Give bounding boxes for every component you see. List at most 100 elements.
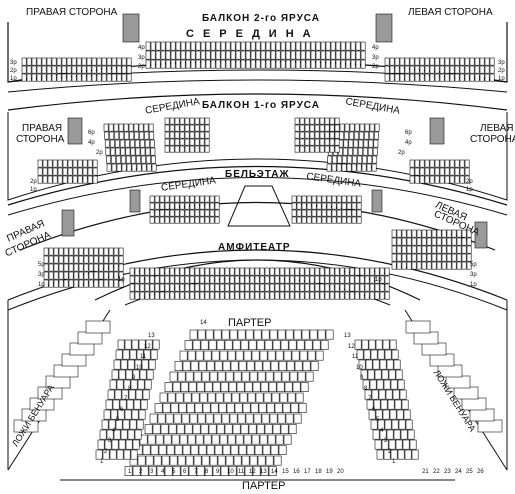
balcony2-middle-seat	[330, 59, 336, 69]
parterre-left-wing-seat	[125, 369, 133, 380]
amphitheatre-seat	[174, 291, 180, 300]
balcony1-right-side-seat	[57, 159, 63, 168]
amphitheatre-seat	[364, 291, 370, 300]
parterre-seat	[149, 413, 158, 424]
amphitheatre-seat	[219, 291, 225, 300]
seat-number-bottom-right: 25	[466, 469, 473, 475]
parterre-seat	[241, 371, 250, 382]
balcony2-left-side-seat	[384, 65, 390, 74]
amphitheatre-seat	[314, 283, 320, 292]
amphitheatre-seat	[379, 267, 385, 276]
balcony2-right-side-seat	[121, 57, 127, 66]
parterre-seat	[185, 455, 194, 466]
beletage-left-side-seat	[466, 261, 472, 270]
beletage-middle-right-seat	[341, 209, 347, 217]
parterre-seat	[236, 382, 245, 392]
balcony2-middle-seat	[345, 41, 351, 51]
balcony2-middle-seat	[265, 59, 271, 69]
balcony2-left-side-seat	[474, 65, 480, 74]
balcony2-middle-seat	[320, 41, 326, 51]
parterre-seat	[177, 371, 186, 382]
amphitheatre-seat	[324, 267, 330, 276]
balcony2-middle-seat	[345, 59, 351, 69]
beletage-right-side-seat	[83, 279, 89, 288]
balcony1-middle-left-seat	[111, 163, 117, 172]
beletage-right-side-seat	[83, 263, 89, 272]
beletage-right-side-seat	[53, 279, 59, 288]
amphitheatre-seat	[214, 275, 220, 284]
parterre-seat	[267, 434, 276, 445]
beletage-right-side-seat	[118, 255, 124, 264]
beletage-middle-left-seat	[214, 209, 220, 217]
beletage-left-side-seat	[431, 237, 437, 246]
beletage-left-side-seat	[441, 253, 447, 262]
balcony1-left-side-seat	[429, 167, 435, 176]
parterre-seat	[298, 403, 307, 413]
parterre-left-wing-seat	[148, 359, 156, 370]
beletage-left-side-seat	[391, 245, 397, 254]
amphitheatre-seat	[329, 291, 335, 300]
beletage-right-side-seat	[63, 263, 69, 272]
balcony2-middle-seat	[195, 41, 201, 51]
parterre-left-wing-seat	[97, 439, 105, 450]
balcony2-right-side-seat	[116, 73, 122, 82]
parterre-left-wing-seat	[131, 339, 139, 350]
beletage-left-side-seat	[461, 261, 467, 270]
amphitheatre-seat	[274, 291, 280, 300]
parterre-right-wing-seat	[390, 379, 398, 390]
balcony2-right-side-seat	[36, 65, 42, 74]
balcony2-right-side-seat	[111, 73, 117, 82]
balcony1-right-side-seat	[57, 175, 63, 184]
parterre-seat	[270, 361, 279, 371]
balcony1-center-right-seat	[314, 138, 320, 146]
amphitheatre-seat	[339, 267, 345, 276]
beletage-left-side-seat	[401, 245, 407, 254]
parterre-seat	[195, 434, 204, 445]
parterre-seat	[140, 466, 149, 476]
beletage-middle-left-seat	[169, 216, 175, 224]
beletage-grey-block-left	[129, 189, 141, 213]
balcony2-middle-seat	[255, 41, 261, 51]
seat-number-bottom-right: 24	[455, 469, 462, 475]
balcony2-middle-seat	[165, 50, 171, 60]
amphitheatre-seat	[289, 291, 295, 300]
balcony2-middle-seat	[200, 41, 206, 51]
benoir-box-left	[69, 342, 95, 356]
parterre-seat	[150, 445, 159, 455]
beletage-right-side-seat	[118, 263, 124, 272]
balcony2-middle-seat	[350, 59, 356, 69]
balcony1-right-side-label-2: СТОРОНА	[16, 134, 65, 145]
balcony1-left-side-seat	[464, 175, 470, 184]
balcony1-center-left-seat	[169, 145, 175, 153]
balcony2-middle-seat	[295, 50, 301, 60]
parterre-right-wing-seat	[395, 439, 403, 450]
amphitheatre-seat	[269, 267, 275, 276]
amphitheatre-seat	[364, 275, 370, 284]
balcony2-right-side-seat	[126, 57, 132, 66]
amphitheatre-seat	[299, 291, 305, 300]
amphitheatre-seat	[239, 291, 245, 300]
beletage-left-side-seat	[391, 261, 397, 270]
parterre-seat	[249, 371, 258, 382]
balcony2-right-side-seat	[21, 73, 27, 82]
parterre-seat	[245, 413, 254, 424]
parterre-left-wing-seat	[127, 359, 135, 370]
balcony1-middle-left-seat	[124, 139, 130, 148]
beletage-left-side-seat	[401, 237, 407, 246]
beletage-left-side-seat	[441, 229, 447, 238]
balcony2-left-side-seat	[489, 73, 495, 82]
beletage-left-side-seat	[406, 245, 412, 254]
beletage-left-side-seat	[401, 261, 407, 270]
parterre-seat	[231, 392, 240, 403]
balcony1-middle-right-seat	[351, 163, 357, 172]
seat-number-bottom-left: 18	[315, 469, 322, 475]
balcony1-left-side-seat	[439, 167, 445, 176]
beletage-right-side-seat	[68, 247, 74, 256]
beletage-left-side-seat	[431, 253, 437, 262]
parterre-left-wing-seat	[115, 419, 123, 430]
parterre-left-wing-seat	[108, 419, 116, 430]
parterre-seat	[266, 403, 275, 413]
parterre-right-wing-seat	[384, 349, 392, 360]
balcony2-right-side-seat	[26, 73, 32, 82]
beletage-middle-right-seat	[356, 202, 362, 210]
